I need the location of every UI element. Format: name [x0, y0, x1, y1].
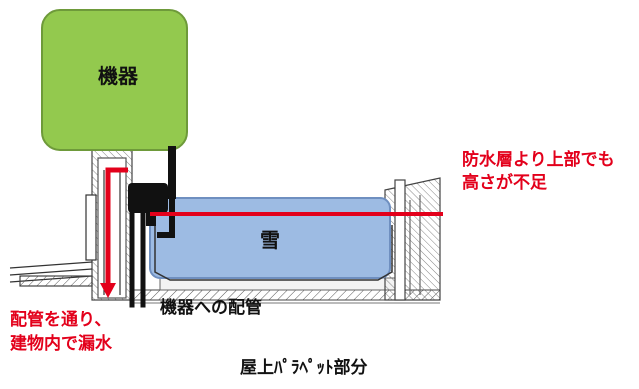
diagram-caption: 屋上ﾊﾟﾗﾍﾟｯﾄ部分	[240, 358, 368, 378]
equipment-piping	[129, 146, 176, 308]
snow-block	[149, 197, 391, 279]
leak-label-line2: 建物内で漏水	[10, 334, 112, 354]
equipment-label: 機器	[98, 64, 138, 88]
leak-label-line1: 配管を通り、	[10, 310, 112, 330]
piping-label: 機器への配管	[160, 298, 262, 318]
leak-path-arrow	[100, 167, 128, 298]
warning-label-line2: 高さが不足	[462, 173, 547, 193]
drain-tray	[154, 225, 393, 281]
snow-label: 雪	[260, 228, 280, 252]
pipe-junction-box	[128, 183, 168, 213]
right-parapet	[384, 177, 441, 301]
pipe-fitting	[146, 212, 156, 226]
equipment-box	[41, 9, 188, 151]
warning-label-line1: 防水層より上部でも	[462, 150, 615, 170]
left-parapet	[9, 149, 133, 301]
